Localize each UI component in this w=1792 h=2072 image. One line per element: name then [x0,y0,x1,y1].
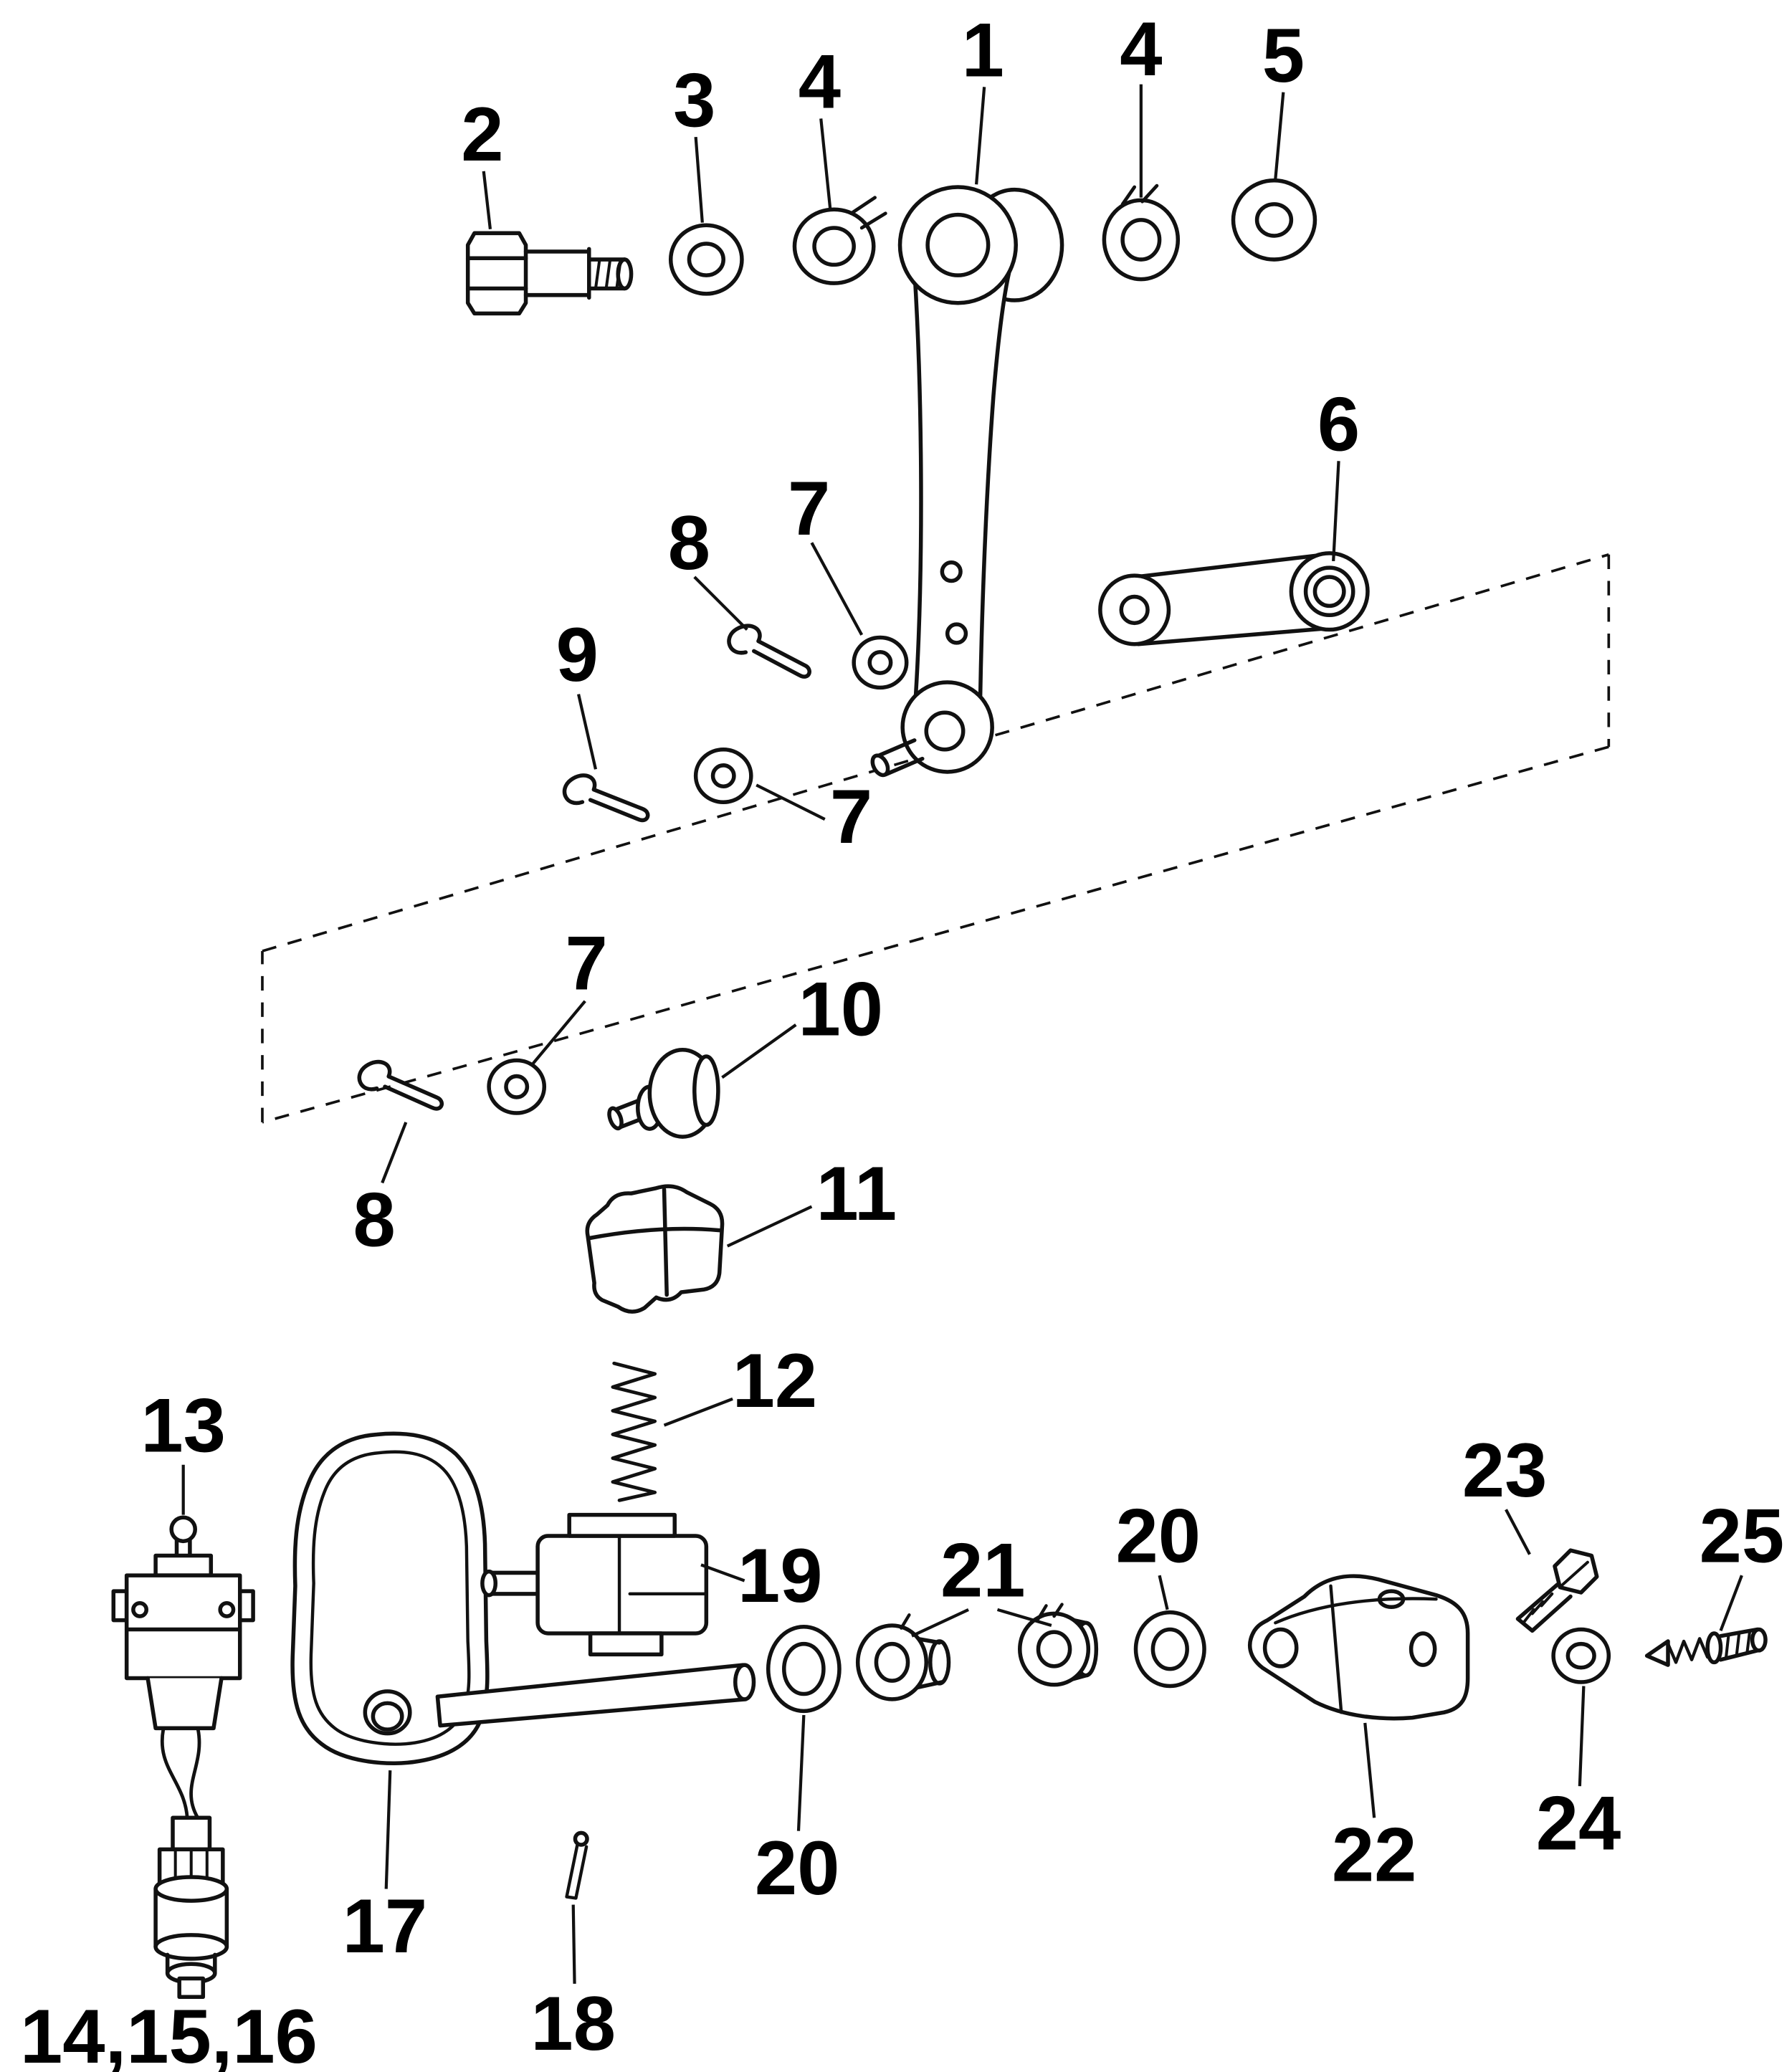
callout-label-5: 5 [1262,13,1305,98]
part-split-ring-4b [1102,183,1181,282]
callout-label-21: 21 [940,1528,1026,1613]
callout-label-24: 24 [1536,1780,1621,1866]
leader-lines [181,84,1743,1984]
part-washer-7c [487,1058,547,1115]
part-washer-20b [1133,1610,1206,1689]
part-washer-20a [766,1625,842,1714]
part-hex-bolt-23 [1515,1548,1599,1633]
part-washer-24 [1551,1627,1611,1684]
part-rubber-boot-11 [585,1184,725,1314]
callout-label-7b: 7 [830,774,872,859]
callout-label-19: 19 [738,1533,823,1618]
callout-label-13: 13 [140,1383,226,1468]
callout-label-11: 11 [816,1151,897,1236]
part-washer-7a [852,635,909,690]
part-switch-13 [111,1515,255,1820]
part-bushing-21a [855,1613,951,1701]
callout-label-8a: 8 [668,500,710,586]
part-washer-5 [1231,178,1317,262]
part-shift-rod [435,1663,756,1728]
part-screw-25 [1644,1627,1768,1667]
callout-label-4b: 4 [1120,6,1162,92]
part-link-6 [1098,551,1370,646]
callout-label-1: 1 [962,8,1004,93]
callout-label-6: 6 [1317,382,1360,467]
part-bushing-3 [668,223,744,296]
callout-label-4a: 4 [799,39,841,125]
part-clip-8b [357,1060,446,1109]
part-washer-7b [693,748,753,805]
part-hex-bolt-2 [465,231,634,316]
callout-label-20b: 20 [1115,1494,1201,1579]
callout-label-8b: 8 [353,1178,396,1263]
callout-label-7a: 7 [788,466,830,551]
callout-label-3: 3 [673,57,715,143]
callout-label-20a: 20 [755,1825,840,1911]
part-detent-housing-19 [480,1512,709,1657]
callout-labels: 2 3 4 1 4 5 6 8 7 9 7 7 10 8 11 12 13 23… [20,6,1784,2072]
callout-label-2: 2 [461,92,503,177]
callout-label-12: 12 [733,1338,818,1423]
callout-label-22: 22 [1332,1813,1417,1898]
callout-label-7c: 7 [565,920,607,1006]
part-plug-10 [607,1048,720,1139]
part-clip-8a [725,623,815,677]
callout-label-23: 23 [1462,1428,1548,1513]
part-pin-18 [565,1830,589,1900]
callout-label-25: 25 [1700,1494,1785,1579]
callout-label-9: 9 [556,612,599,697]
part-mounting-plate-17 [290,1431,490,1765]
part-spring-12 [611,1361,657,1502]
callout-label-10: 10 [799,967,884,1052]
callout-label-17: 17 [343,1884,428,1969]
callout-label-14-15-16: 14,15,16 [20,1994,318,2072]
part-clip-9 [563,774,650,821]
part-bushing-21b [1018,1603,1099,1687]
part-lever-arm-1 [870,185,1064,778]
part-connector-14-15-16 [153,1815,229,1999]
part-split-ring-4a [792,196,887,285]
callout-label-18: 18 [530,1981,616,2066]
part-bracket-22 [1247,1574,1470,1721]
